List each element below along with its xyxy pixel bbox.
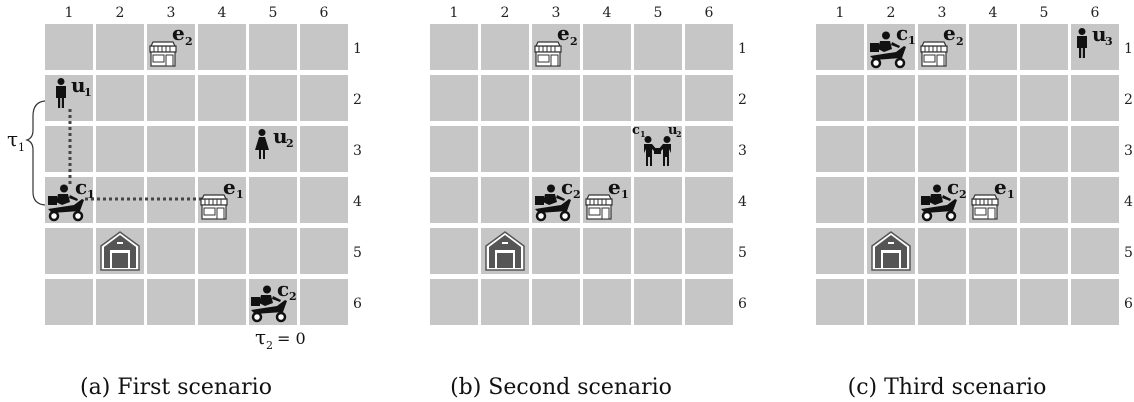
courier-label-c2-sub: 2: [289, 290, 297, 303]
user-label-u3-sub: 3: [1105, 35, 1113, 48]
store-label-e2-sub: 2: [956, 35, 964, 48]
col-label: 4: [989, 5, 998, 21]
col-label: 6: [705, 5, 714, 21]
col-label: 2: [887, 5, 896, 21]
row-label: 5: [353, 245, 362, 261]
col-label: 2: [116, 5, 125, 21]
col-label: 3: [938, 5, 947, 21]
col-label: 4: [603, 5, 612, 21]
row-label: 3: [353, 143, 362, 159]
column-labels-b: 1 2 3 4 5 6: [450, 5, 714, 21]
col-label: 2: [501, 5, 510, 21]
grid-c: [816, 24, 1119, 325]
courier-label-c1: c: [896, 21, 908, 45]
row-label: 2: [738, 92, 747, 108]
col-label: 6: [1091, 5, 1100, 21]
col-label: 3: [552, 5, 561, 21]
row-labels-c: 1 2 3 4 5 6: [1124, 41, 1133, 312]
store-label-e1: e: [994, 175, 1007, 199]
row-label: 1: [1124, 41, 1133, 57]
courier-label-c1-sub: 1: [87, 188, 95, 201]
column-labels-c: 1 2 3 4 5 6: [836, 5, 1100, 21]
row-label: 4: [1124, 194, 1133, 210]
tau1-label: τ: [7, 127, 18, 151]
tau1-brace: [27, 101, 45, 205]
col-label: 6: [320, 5, 329, 21]
courier-label-c1-sub: 1: [908, 34, 916, 47]
row-label: 6: [353, 296, 362, 312]
col-label: 5: [654, 5, 663, 21]
tau1-label-sub: 1: [18, 141, 25, 154]
tau2-equals: = 0: [277, 329, 306, 348]
store-label-e2: e: [943, 21, 956, 45]
user-label-u1-sub: 1: [84, 86, 92, 99]
courier-label-c1-sub: 1: [640, 129, 646, 139]
courier-label-c2: c: [277, 277, 289, 301]
store-label-e1: e: [608, 175, 621, 199]
panel-b: 1 2 3 4 5 6 1 2 3 4 5 6 e 2 c 1 u 2 c 2: [430, 5, 747, 400]
store-label-e2: e: [557, 21, 570, 45]
row-label: 6: [738, 296, 747, 312]
col-label: 5: [1040, 5, 1049, 21]
col-label: 1: [836, 5, 845, 21]
col-label: 1: [65, 5, 74, 21]
tau2-label-sub: 2: [266, 339, 273, 352]
row-label: 1: [353, 41, 362, 57]
row-label: 6: [1124, 296, 1133, 312]
panel-c: 1 2 3 4 5 6 1 2 3 4 5 6 c 1 e 2 u 3 c 2: [816, 5, 1133, 400]
store-icon: [535, 42, 561, 66]
store-label-e2-sub: 2: [570, 35, 578, 48]
caption-a: (a) First scenario: [80, 375, 272, 400]
courier-label-c2: c: [561, 175, 573, 199]
store-label-e1-sub: 1: [1007, 188, 1015, 201]
caption-c: (c) Third scenario: [848, 375, 1047, 400]
store-label-e2: e: [172, 21, 185, 45]
row-label: 5: [1124, 245, 1133, 261]
col-label: 5: [269, 5, 278, 21]
grid-a: [45, 24, 348, 325]
store-icon: [921, 42, 947, 66]
courier-label-c2-sub: 2: [959, 188, 967, 201]
col-label: 1: [450, 5, 459, 21]
user-label-u2-sub: 2: [286, 137, 294, 150]
col-label: 4: [218, 5, 227, 21]
row-label: 5: [738, 245, 747, 261]
row-label: 2: [353, 92, 362, 108]
column-labels-a: 1 2 3 4 5 6: [65, 5, 329, 21]
store-label-e1-sub: 1: [621, 188, 629, 201]
store-label-e1-sub: 1: [236, 188, 244, 201]
col-label: 3: [167, 5, 176, 21]
row-label: 4: [738, 194, 747, 210]
row-labels-a: 1 2 3 4 5 6: [353, 41, 362, 312]
store-label-e2-sub: 2: [185, 35, 193, 48]
store-icon: [150, 42, 176, 66]
panel-a: 1 2 3 4 5 6 1 2 3 4 5 6 e 2 u 1: [7, 5, 362, 400]
row-label: 4: [353, 194, 362, 210]
courier-label-c2-sub: 2: [573, 188, 581, 201]
grid-b: [430, 24, 733, 325]
row-labels-b: 1 2 3 4 5 6: [738, 41, 747, 312]
courier-label-c2: c: [947, 175, 959, 199]
row-label: 3: [1124, 143, 1133, 159]
courier-label-c1: c: [632, 123, 640, 138]
courier-label-c1: c: [75, 175, 87, 199]
row-label: 3: [738, 143, 747, 159]
store-label-e1: e: [223, 175, 236, 199]
row-label: 1: [738, 41, 747, 57]
caption-b: (b) Second scenario: [450, 375, 672, 400]
row-label: 2: [1124, 92, 1133, 108]
user-label-u2-sub: 2: [676, 129, 682, 139]
tau2-label: τ: [255, 325, 266, 349]
